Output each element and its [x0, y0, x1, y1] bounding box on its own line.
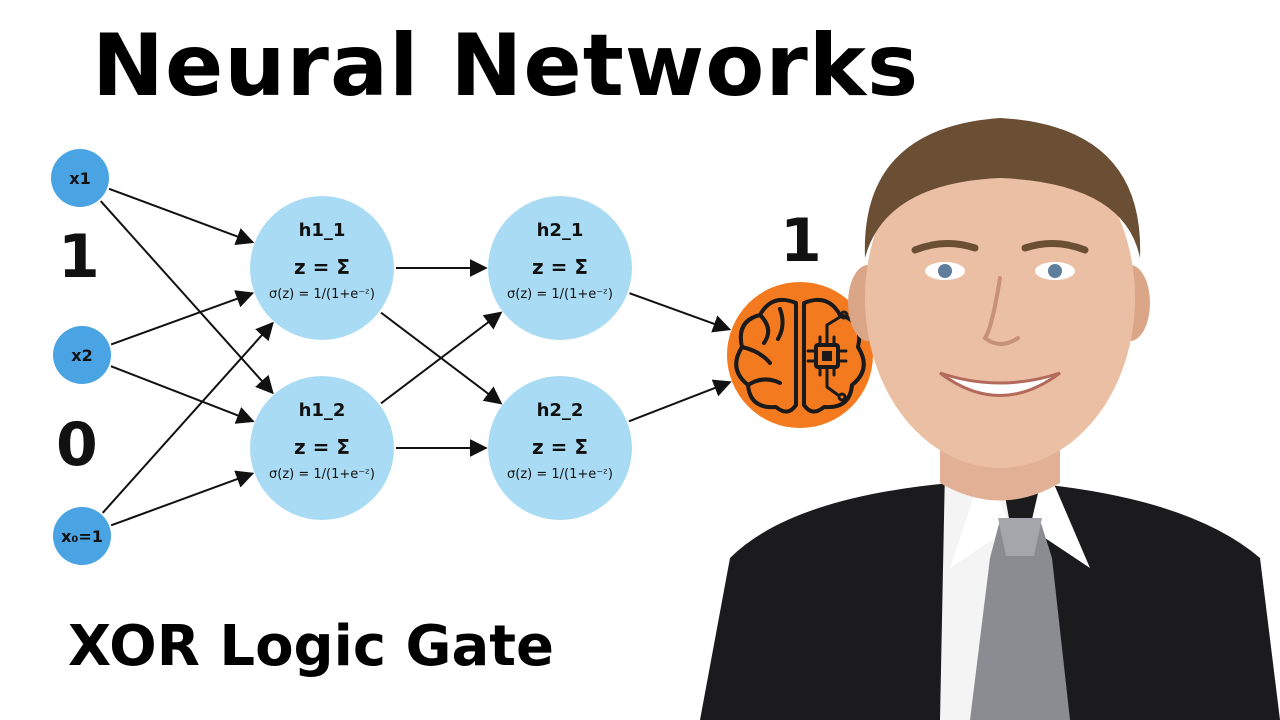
hidden-node-activation: σ(z) = 1/(1+e⁻ᶻ) [507, 287, 613, 302]
input-node-label: x₀=1 [61, 527, 103, 546]
hidden-node-sum: z = Σ [294, 255, 350, 279]
hidden-node-activation: σ(z) = 1/(1+e⁻ᶻ) [269, 287, 375, 302]
edge-x2-h1_2 [110, 365, 255, 424]
input-node-label: x2 [71, 346, 92, 365]
smile [939, 371, 1061, 397]
hidden-node-label: h1_2 [299, 400, 346, 421]
edge-h1_2-h2_1 [380, 311, 503, 405]
hidden-node-label: h1_1 [299, 220, 346, 241]
edge-x0-h1_1 [101, 321, 274, 514]
page-subtitle: XOR Logic Gate [68, 614, 555, 679]
hidden-node-label: h2_1 [537, 220, 584, 241]
input-value-x1: 1 [58, 222, 100, 292]
edge-x1-h1_2 [99, 200, 274, 395]
hidden-node-sum: z = Σ [532, 255, 588, 279]
hidden-node-h2_1: h2_1z = Σ σ(z) = 1/(1+e⁻ᶻ) [488, 196, 632, 340]
hidden-node-activation: σ(z) = 1/(1+e⁻ᶻ) [507, 467, 613, 482]
input-node-x2: x2 [53, 326, 111, 384]
edge-h2_1-out [629, 292, 732, 333]
output-node [727, 282, 873, 428]
hidden-node-sum: z = Σ [532, 435, 588, 459]
nose [982, 276, 1020, 346]
input-value-x2: 0 [56, 410, 98, 480]
edge-x1-h1_1 [108, 187, 255, 245]
hidden-node-h1_2: h1_2z = Σ σ(z) = 1/(1+e⁻ᶻ) [250, 376, 394, 520]
hidden-node-sum: z = Σ [294, 435, 350, 459]
edge-h2_2-out [628, 379, 732, 423]
face [865, 128, 1135, 468]
tie [970, 520, 1070, 720]
input-node-x1: x1 [51, 149, 109, 207]
brain-chip-icon [734, 298, 866, 414]
left-eyebrow [911, 240, 979, 254]
right-eyebrow [1021, 240, 1089, 254]
hidden-node-h2_2: h2_2z = Σ σ(z) = 1/(1+e⁻ᶻ) [488, 376, 632, 520]
input-node-x0: x₀=1 [53, 507, 111, 565]
presenter-photo [700, 118, 1280, 720]
input-node-label: x1 [69, 169, 90, 188]
edges-layer [99, 187, 732, 527]
page-title: Neural Networks [92, 16, 920, 116]
output-value: 1 [780, 206, 822, 276]
hair [864, 118, 1141, 258]
hidden-node-activation: σ(z) = 1/(1+e⁻ᶻ) [269, 467, 375, 482]
edge-x2-h1_1 [110, 290, 255, 346]
tie-knot [998, 518, 1042, 556]
hidden-node-label: h2_2 [537, 400, 584, 421]
hidden-node-h1_1: h1_1z = Σ σ(z) = 1/(1+e⁻ᶻ) [250, 196, 394, 340]
edge-x0-h1_2 [110, 470, 255, 527]
